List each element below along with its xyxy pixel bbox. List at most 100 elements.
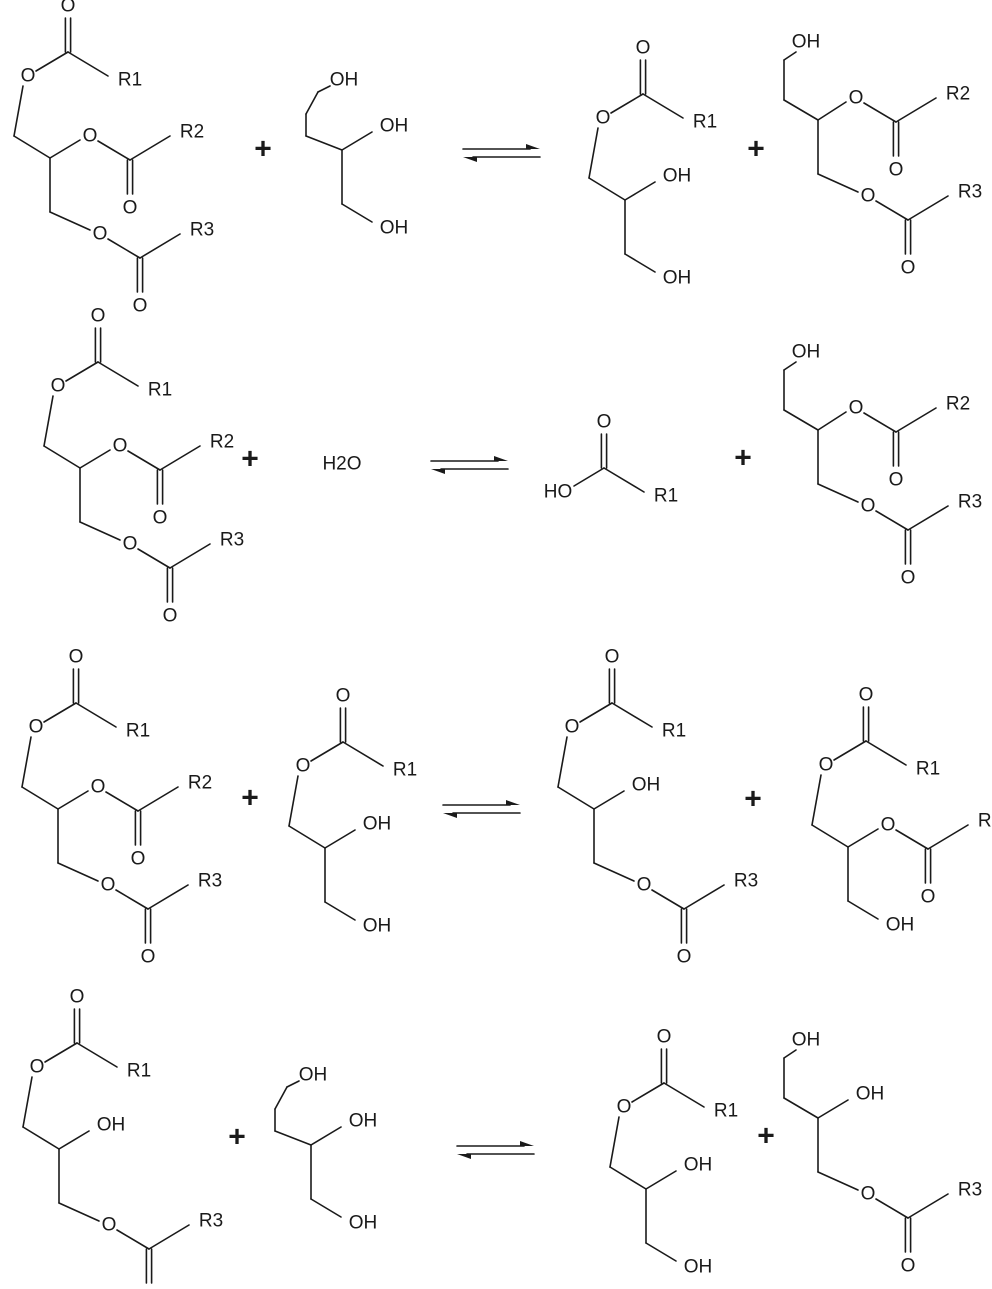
atom-label: R3 [958, 1180, 982, 1201]
bond [593, 790, 625, 810]
atom-label: OH [349, 1111, 378, 1132]
atom-label: O [61, 0, 76, 17]
atom-label: R3 [958, 492, 982, 513]
atom-label: OH [684, 1155, 713, 1176]
bond [324, 901, 356, 921]
bond [783, 1049, 797, 1059]
atom-label: R2 [978, 811, 992, 832]
atom-label: OH [792, 342, 821, 363]
bond [611, 702, 653, 728]
bond [603, 467, 645, 493]
bond [317, 85, 331, 93]
atom-label: OH [363, 814, 392, 835]
bond [624, 181, 656, 201]
atom-label: O [21, 66, 36, 87]
bond [557, 736, 568, 788]
bond [97, 361, 139, 387]
bond [609, 1116, 620, 1168]
atom-label: R3 [198, 871, 222, 892]
atom-label: OH [886, 915, 915, 936]
bond [22, 1126, 60, 1150]
bond [13, 135, 51, 159]
bond [651, 889, 685, 910]
bond [875, 200, 909, 221]
bond [147, 884, 189, 910]
atom-label: O [123, 198, 138, 219]
atom-label: O [901, 1256, 916, 1277]
atom-label: R1 [126, 721, 150, 742]
plus-sign: + [744, 783, 762, 816]
bond [588, 177, 626, 201]
bond [115, 889, 149, 910]
atom-label: O [91, 777, 106, 798]
atom-label: O [901, 568, 916, 589]
atom-label: O [70, 987, 85, 1008]
bond [288, 775, 299, 827]
atom-label: O [113, 436, 128, 457]
atom-label: O [597, 412, 612, 433]
bond [907, 195, 949, 221]
atom-label: R2 [210, 432, 234, 453]
bond [817, 101, 847, 121]
bond [609, 1166, 647, 1190]
atom-label: R3 [220, 530, 244, 551]
bond [75, 702, 117, 728]
atom-label: O [101, 875, 116, 896]
arrow-head [506, 800, 520, 805]
equilibrium-arrow [430, 456, 509, 474]
bond [137, 786, 179, 812]
atom-label: O [859, 685, 874, 706]
bond [79, 521, 121, 541]
bond [44, 1042, 78, 1063]
atom-label: OH [363, 916, 392, 937]
bond [783, 361, 797, 371]
atom-label: O [102, 1215, 117, 1236]
bond [305, 91, 319, 115]
atom-label: O [30, 1057, 45, 1078]
plus-sign: + [757, 1120, 775, 1153]
atom-label: OH [792, 32, 821, 53]
equilibrium-arrow [462, 144, 541, 162]
atom-label: O [296, 756, 311, 777]
atom-label: O [163, 606, 178, 627]
bond [76, 1042, 118, 1068]
atom-label: O [849, 88, 864, 109]
atom-label: O [677, 947, 692, 968]
plus-sign: + [254, 133, 272, 166]
bond [137, 548, 171, 569]
atom-label: OH [97, 1115, 126, 1136]
bond [310, 1126, 342, 1146]
bond [310, 1198, 342, 1218]
bond [97, 140, 131, 161]
bond [927, 824, 969, 850]
atom-label: R3 [190, 220, 214, 241]
bond [58, 1202, 100, 1222]
atom-label: OH [330, 70, 359, 91]
plus-sign: + [241, 443, 259, 476]
atom-label: R1 [118, 70, 142, 91]
atom-label: O [596, 108, 611, 129]
bond [863, 412, 897, 433]
atom-label: OH [632, 775, 661, 796]
bond [783, 1097, 819, 1119]
equilibrium-arrow [442, 800, 521, 818]
atom-label: R3 [958, 182, 982, 203]
bond [129, 135, 171, 161]
bond [811, 774, 822, 826]
arrow-head [494, 456, 508, 461]
plus-sign: + [747, 133, 765, 166]
bond [631, 1082, 665, 1103]
bond [57, 862, 99, 882]
bond [43, 395, 54, 447]
bond [58, 1130, 90, 1150]
bond [875, 510, 909, 531]
atom-label: O [637, 875, 652, 896]
water: H2O [322, 454, 361, 475]
atom-label: R1 [654, 486, 678, 507]
bond [342, 741, 384, 767]
